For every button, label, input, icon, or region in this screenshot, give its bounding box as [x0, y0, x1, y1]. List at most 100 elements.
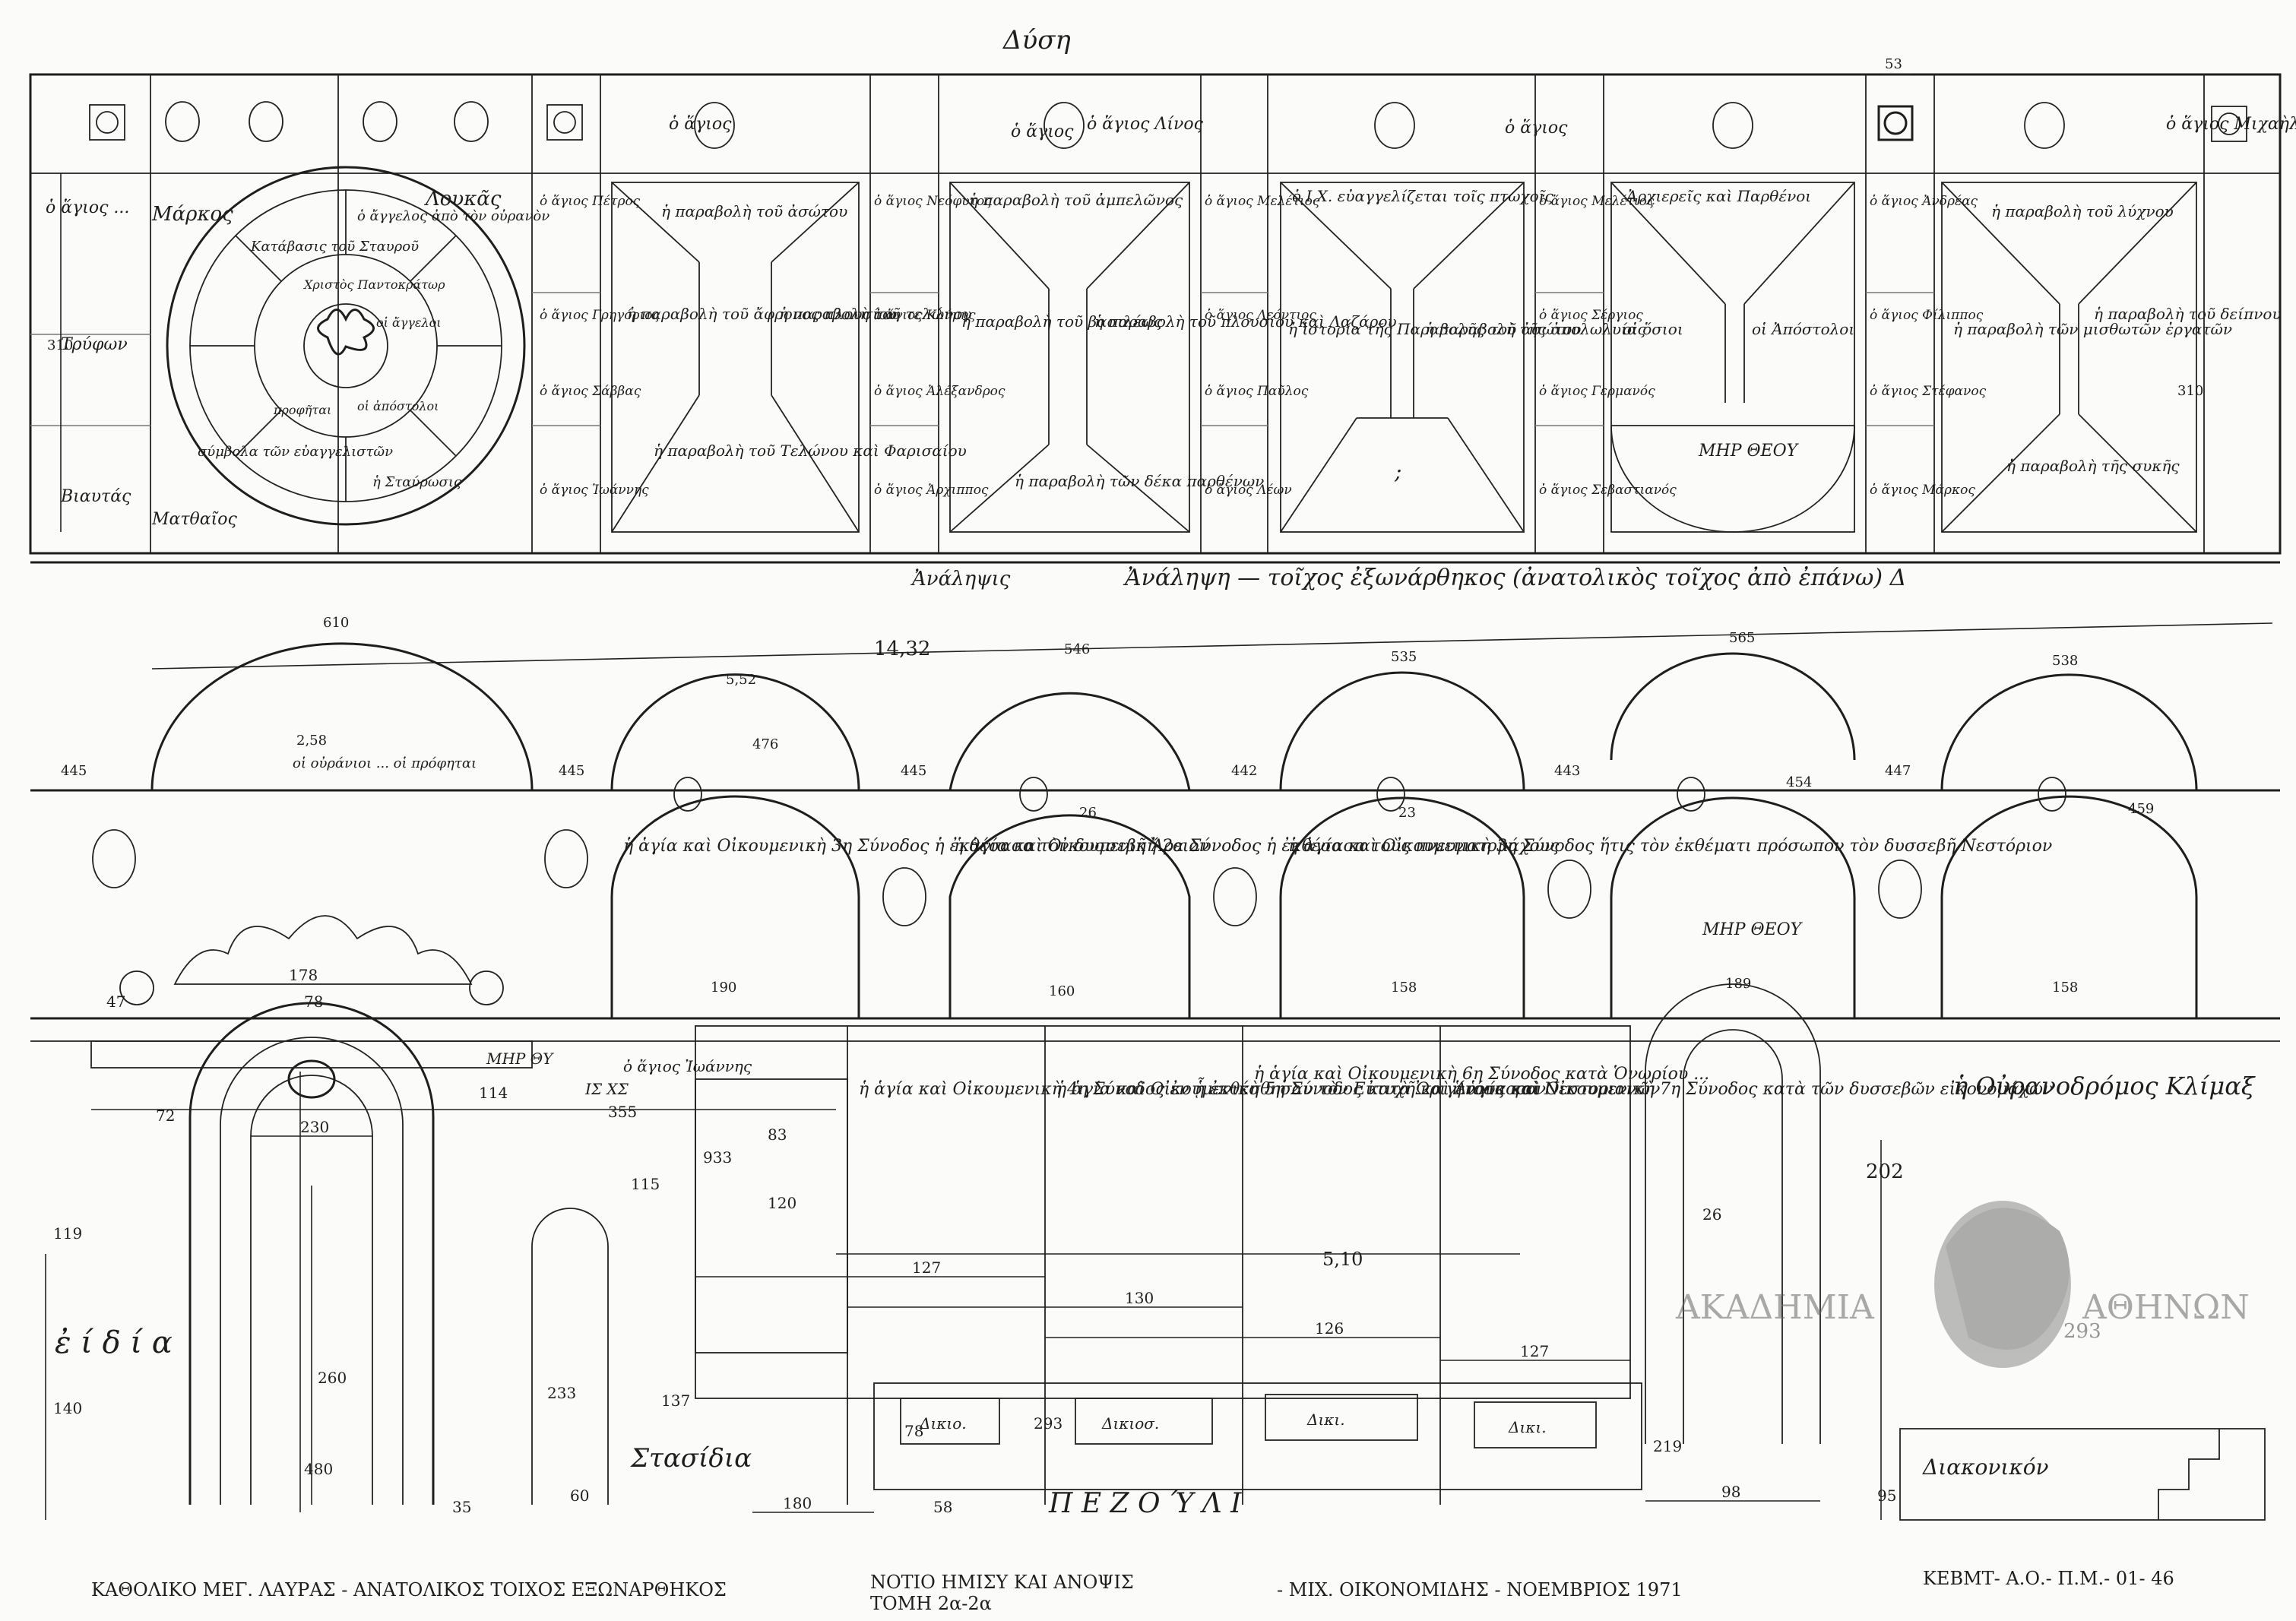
svg-text:2,58: 2,58 [296, 733, 327, 749]
diakonikon-label: Διακονικόν [1922, 1455, 2049, 1480]
svg-text:ὁ ἅγιος: ὁ ἅγιος [669, 115, 732, 134]
svg-text:ΜΗΡ ΘΥ: ΜΗΡ ΘΥ [486, 1050, 554, 1068]
small-niche [531, 1208, 609, 1505]
svg-text:60: 60 [570, 1486, 589, 1505]
stasidia-label: Στασίδια [629, 1443, 752, 1474]
svg-text:Τρύφων: Τρύφων [61, 335, 128, 354]
svg-text:ὁ ἅγιος Στέφανος: ὁ ἅγιος Στέφανος [1870, 384, 1987, 399]
svg-text:ὁ ἅγιος Σεβαστιανός: ὁ ἅγιος Σεβαστιανός [1539, 483, 1677, 498]
footer-author: - ΜΙΧ. ΟΙΚΟΝΟΜΙΔΗΣ - ΝΟΕΜΒΡΙΟΣ 1971 [1277, 1579, 1683, 1600]
svg-text:35: 35 [452, 1498, 471, 1516]
top-band-roundels [89, 101, 2247, 149]
svg-text:95: 95 [1877, 1486, 1896, 1505]
svg-text:202: 202 [1866, 1160, 1904, 1183]
footer-code: ΚΕΒΜΤ- Α.Ο.- Π.Μ.- 01- 46 [1923, 1568, 2174, 1589]
svg-text:260: 260 [318, 1369, 347, 1387]
svg-text:ὁ ἅγιος Παῦλος: ὁ ἅγιος Παῦλος [1205, 384, 1309, 399]
vault-plan: Δύση ὁ ἅγιος ὁ ἅγιος [29, 25, 2296, 591]
svg-text:ἡ παραβολὴ τῆς συκῆς: ἡ παραβολὴ τῆς συκῆς [2006, 457, 2180, 475]
overall-dimension: 14,32 [874, 638, 930, 660]
svg-text:ἡ παραβολὴ τοῦ ἄφρονος πλουσίο: ἡ παραβολὴ τοῦ ἄφρονος πλουσίου [627, 305, 897, 323]
svg-text:ὁ ἅγιος: ὁ ἅγιος [1011, 122, 1074, 141]
svg-text:οἱ οὐράνιοι ... οἱ πρόφηται: οἱ οὐράνιοι ... οἱ πρόφηται [293, 755, 477, 771]
svg-text:47: 47 [106, 993, 125, 1011]
svg-text:233: 233 [547, 1384, 576, 1402]
svg-text:ὁ ἅγιος Πέτρος: ὁ ἅγιος Πέτρος [540, 194, 641, 209]
svg-text:ὁ ἅγιος Γερμανός: ὁ ἅγιος Γερμανός [1539, 384, 1655, 399]
svg-text:ὁ ἅγιος Λεόντιος: ὁ ἅγιος Λεόντιος [1205, 308, 1316, 323]
svg-text:Ἀρχιερεῖς καὶ Παρθένοι: Ἀρχιερεῖς καὶ Παρθένοι [1625, 187, 1811, 205]
svg-text:126: 126 [1315, 1319, 1344, 1338]
svg-text:ὁ ἅγιος ...: ὁ ἅγιος ... [46, 198, 129, 217]
svg-text:137: 137 [661, 1391, 690, 1410]
svg-text:προφῆται: προφῆται [273, 403, 331, 417]
svg-text:ὁ ἅγιος Σάββας: ὁ ἅγιος Σάββας [540, 384, 641, 399]
svg-text:σύμβολα τῶν εὐαγγελιστῶν: σύμβολα τῶν εὐαγγελιστῶν [198, 444, 393, 460]
pantokrator-roundel: Κατάβασις τοῦ Σταυροῦ ὁ ἄγγελος ἀπὸ τὸν … [166, 166, 549, 526]
svg-text:Δικι.: Δικι. [1508, 1418, 1547, 1436]
svg-text:127: 127 [1520, 1342, 1549, 1360]
stamp-text-right: ΑΘΗΝΩΝ [2082, 1288, 2250, 1327]
svg-text:178: 178 [289, 966, 318, 984]
svg-text:ΜΗΡ ΘΕΟΥ: ΜΗΡ ΘΕΟΥ [1698, 442, 1800, 461]
svg-text:445: 445 [901, 763, 926, 779]
svg-text:98: 98 [1721, 1483, 1740, 1501]
footer-section: ΝΟΤΙΟ ΗΜΙΣΥ ΚΑΙ ΑΝΟΨΙΣ [870, 1572, 1134, 1593]
svg-text:476: 476 [752, 736, 778, 752]
svg-text:459: 459 [2128, 801, 2154, 817]
bench-label: Π Ε Ζ Ο Ύ Λ Ι [1048, 1488, 1242, 1519]
svg-text:Δικιο.: Δικιο. [919, 1414, 967, 1433]
svg-text:480: 480 [304, 1460, 333, 1478]
svg-text:293: 293 [1034, 1414, 1062, 1433]
svg-text:ἡ ἱστορία τῆς Παραβολῆς τοῦ ἀσ: ἡ ἱστορία τῆς Παραβολῆς τοῦ ἀσώτου [1288, 320, 1581, 338]
svg-text:ὁ ἅγιος Ἀρχιππος: ὁ ἅγιος Ἀρχιππος [874, 483, 989, 498]
svg-text:ἡ παραβολὴ τοῦ πλουσίου καὶ Λα: ἡ παραβολὴ τοῦ πλουσίου καὶ Λαζάρου [1094, 312, 1397, 331]
lunette-3 [948, 692, 1191, 791]
left-word: ἐ ί δ ί α [55, 1325, 173, 1360]
svg-text:ὁ ἅγιος Μελέτιος: ὁ ἅγιος Μελέτιος [1205, 194, 1320, 209]
svg-text:ἡ παραβολὴ τοῦ Τελώνου καὶ Φαρ: ἡ παραβολὴ τοῦ Τελώνου καὶ Φαρισαίου [654, 442, 967, 460]
svg-text:ἡ ἁγία καὶ Οἰκουμενικὴ 3η Σύνο: ἡ ἁγία καὶ Οἰκουμενικὴ 3η Σύνοδος ἥτις τ… [1288, 837, 2052, 856]
arch-dimensions: 610 5,52 546 535 565 538 2,58 190 160 15… [61, 615, 2154, 999]
svg-text:ἡ παραβολὴ τῶν δέκα παρθένων: ἡ παραβολὴ τῶν δέκα παρθένων [1015, 472, 1264, 490]
vault-cell-3: ὁ Ι.Χ. εὐαγγελίζεται τοῖς πτωχοῖς ἡ ἱστο… [1280, 182, 1646, 533]
svg-text:189: 189 [1725, 976, 1751, 992]
svg-text:Δικι.: Δικι. [1306, 1410, 1345, 1429]
svg-text:78: 78 [904, 1422, 923, 1440]
footer-description: ΚΑΘΟΛΙΚΟ ΜΕΓ. ΛΑΥΡΑΣ - ΑΝΑΤΟΛΙΚΟΣ ΤΟΙΧΟΣ… [91, 1579, 727, 1600]
svg-text:ὁ ἅγιος: ὁ ἅγιος [1505, 119, 1568, 138]
svg-text:ἡ παραβολὴ τῆς ἀπολωλυίας: ἡ παραβολὴ τῆς ἀπολωλυίας [1425, 320, 1646, 338]
svg-text:ΙΣ ΧΣ: ΙΣ ΧΣ [584, 1080, 629, 1098]
svg-text:οἱ Ἀπόστολοι: οἱ Ἀπόστολοι [1752, 320, 1854, 338]
svg-text:310: 310 [47, 337, 73, 353]
vault-cell-4: Ἀρχιερεῖς καὶ Παρθένοι οἱ ὅσιοι οἱ Ἀπόστ… [1610, 182, 1855, 533]
door-dimensions: 230 260 480 178 78 47 72 35 [106, 966, 471, 1516]
svg-text:ἡ παραβολὴ τοῦ βασιλέως: ἡ παραβολὴ τοῦ βασιλέως [961, 312, 1163, 331]
svg-text:οἱ ἀπόστολοι: οἱ ἀπόστολοι [357, 399, 439, 413]
arch-texts: οἱ οὐράνιοι ... οἱ πρόφηται ἡ ἁγία καὶ Ο… [293, 755, 2256, 1100]
svg-text:355: 355 [608, 1103, 637, 1121]
svg-text:445: 445 [61, 763, 87, 779]
pilaster-saints: ὁ ἅγιος Πέτρος ὁ ἅγιος Γρηγόριος ὁ ἅγιος… [540, 194, 1987, 498]
svg-text:26: 26 [1079, 805, 1097, 821]
svg-text:53: 53 [1885, 56, 1902, 72]
svg-text:;: ; [1394, 459, 1401, 484]
svg-text:ἡ παραβολὴ τοῦ λύχνου: ἡ παραβολὴ τοῦ λύχνου [1991, 202, 2174, 220]
svg-text:535: 535 [1391, 649, 1417, 665]
svg-text:120: 120 [768, 1194, 796, 1212]
svg-text:ὁ ἅγιος Ἀνδρέας: ὁ ἅγιος Ἀνδρέας [1870, 194, 1978, 209]
svg-text:23: 23 [1398, 805, 1416, 821]
svg-text:310: 310 [2177, 383, 2203, 399]
side-note: ἡ Οὐρανοδρόμος Κλίμαξ [1953, 1072, 2256, 1100]
svg-text:447: 447 [1885, 763, 1911, 779]
svg-text:ὁ ἅγιος Νεόφυτος: ὁ ἅγιος Νεόφυτος [874, 194, 992, 209]
svg-text:5,10: 5,10 [1322, 1249, 1363, 1270]
svg-text:Κατάβασις τοῦ Σταυροῦ: Κατάβασις τοῦ Σταυροῦ [250, 239, 419, 255]
svg-text:ὁ Ι.Χ. εὐαγγελίζεται τοῖς πτωχ: ὁ Ι.Χ. εὐαγγελίζεται τοῖς πτωχοῖς [1292, 187, 1554, 205]
svg-text:ὁ ἅγιος Λίνος: ὁ ἅγιος Λίνος [1087, 115, 1204, 134]
plan-bottom-note: Ἀνάληψις [910, 568, 1011, 590]
overall-dimension-line [151, 622, 2273, 670]
svg-text:180: 180 [783, 1494, 812, 1512]
svg-text:58: 58 [933, 1498, 952, 1516]
niches [610, 795, 2198, 1444]
